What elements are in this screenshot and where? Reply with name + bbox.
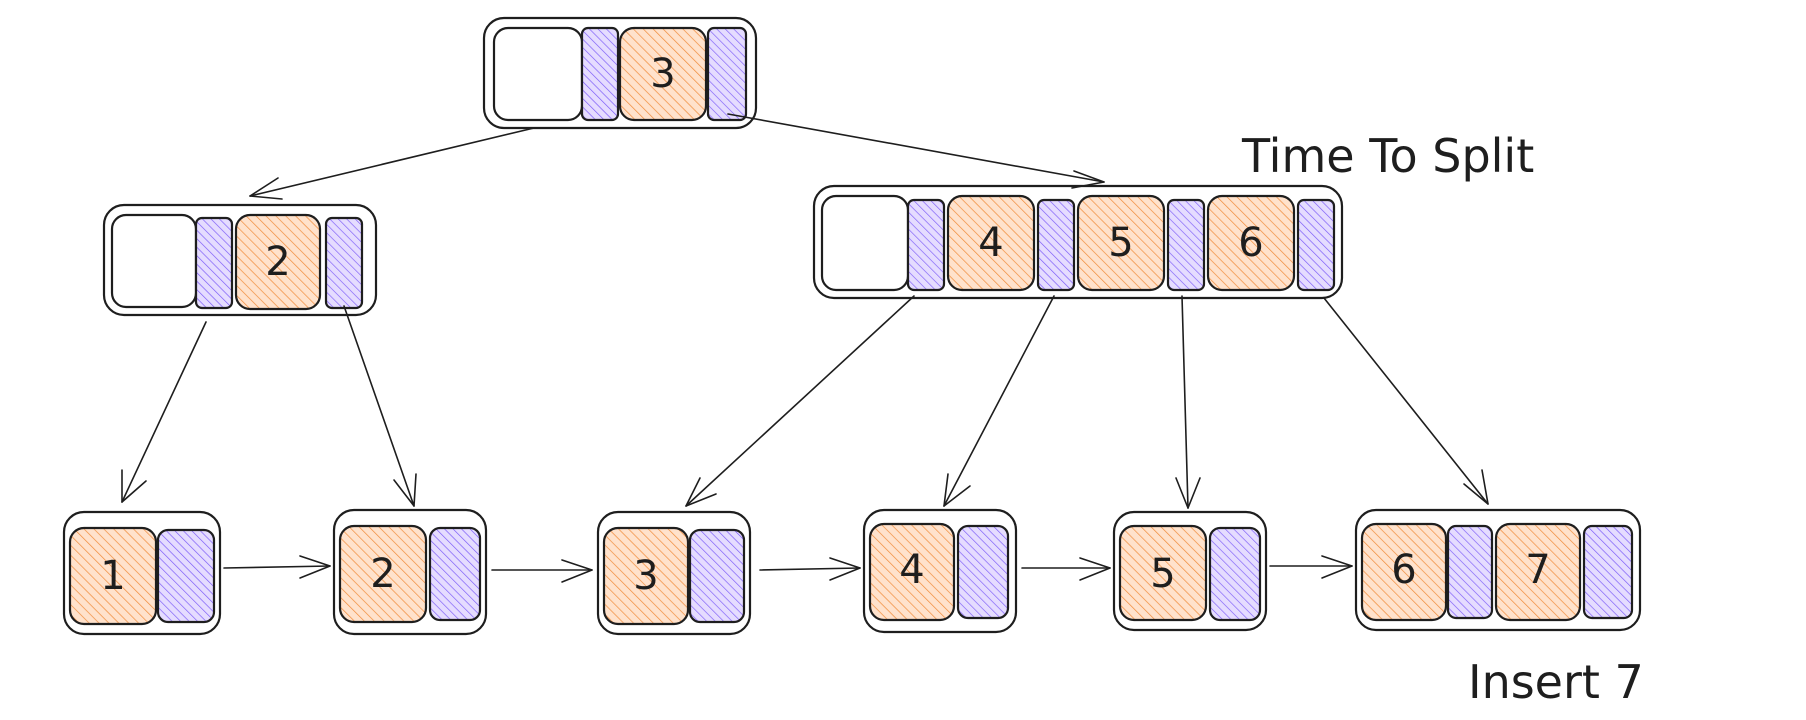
key-label: 5 bbox=[1150, 551, 1175, 597]
key-cell bbox=[1494, 522, 1582, 622]
key-cell bbox=[868, 522, 956, 622]
pointer-slot bbox=[1446, 524, 1494, 620]
leaf-link-arrow bbox=[1269, 555, 1353, 579]
key-label: 3 bbox=[650, 51, 675, 97]
pointer-slot bbox=[324, 216, 364, 310]
pointer-slot bbox=[194, 216, 234, 310]
key-cell bbox=[338, 524, 428, 624]
edge-arrow bbox=[1175, 295, 1201, 509]
edge-arrow bbox=[943, 295, 1055, 507]
next-pointer-slot bbox=[1208, 526, 1262, 622]
edge-arrow bbox=[343, 305, 417, 507]
leaf-link-arrow bbox=[223, 555, 331, 579]
leaf-link-arrow bbox=[759, 557, 861, 581]
edge-arrow bbox=[727, 113, 1105, 189]
pointer-slot bbox=[906, 198, 946, 292]
leaf-node: 1 bbox=[62, 510, 222, 636]
key-label: 2 bbox=[370, 551, 395, 597]
pointer-slot bbox=[1036, 198, 1076, 292]
edge-arrow bbox=[249, 127, 535, 200]
tree-edges bbox=[121, 113, 1489, 509]
key-cell bbox=[1118, 524, 1208, 622]
split-annotation: Time To Split bbox=[1241, 129, 1534, 183]
key-cell bbox=[946, 194, 1036, 292]
key-cell bbox=[68, 526, 158, 626]
key-cell bbox=[602, 526, 690, 626]
leaf-link-arrow bbox=[1021, 557, 1111, 581]
leaf-node: 5 bbox=[1112, 510, 1268, 632]
next-pointer-slot bbox=[688, 528, 746, 624]
pointer-slot bbox=[1166, 198, 1206, 292]
key-label: 4 bbox=[978, 220, 1003, 266]
leaf-link-arrow bbox=[491, 559, 593, 583]
edge-arrow bbox=[1323, 297, 1489, 505]
empty-slot bbox=[110, 213, 198, 309]
key-label: 2 bbox=[265, 239, 290, 285]
pointer-slot bbox=[706, 26, 748, 122]
key-cell bbox=[618, 26, 708, 122]
edge-arrow bbox=[685, 295, 915, 507]
internal-node-right: 4 5 6 bbox=[812, 184, 1344, 300]
leaf-node: 2 bbox=[332, 508, 488, 636]
key-label: 6 bbox=[1391, 547, 1416, 593]
internal-node-left: 2 bbox=[102, 203, 378, 317]
key-cell bbox=[1206, 194, 1296, 292]
empty-slot bbox=[820, 194, 910, 292]
key-cell bbox=[1076, 194, 1166, 292]
root-node: 3 bbox=[482, 16, 758, 130]
pointer-slot bbox=[1296, 198, 1336, 292]
pointer-slot bbox=[580, 26, 620, 122]
key-label: 6 bbox=[1238, 220, 1263, 266]
key-label: 7 bbox=[1525, 547, 1550, 593]
next-pointer-slot bbox=[156, 528, 216, 624]
insert-annotation: Insert 7 bbox=[1468, 655, 1644, 709]
leaf-links bbox=[223, 555, 1353, 583]
leaf-node: 4 bbox=[862, 508, 1018, 634]
next-pointer-slot bbox=[428, 526, 482, 622]
leaf-node: 6 7 bbox=[1354, 508, 1642, 632]
key-label: 5 bbox=[1108, 220, 1133, 266]
next-pointer-slot bbox=[956, 524, 1010, 620]
key-label: 3 bbox=[633, 553, 658, 599]
leaf-node: 3 bbox=[596, 510, 752, 636]
edge-arrow bbox=[121, 321, 207, 503]
key-cell bbox=[234, 213, 322, 311]
key-cell bbox=[1360, 522, 1448, 622]
pointer-slot bbox=[1582, 524, 1634, 620]
empty-slot bbox=[492, 26, 584, 122]
key-label: 1 bbox=[100, 553, 125, 599]
key-label: 4 bbox=[899, 547, 924, 593]
